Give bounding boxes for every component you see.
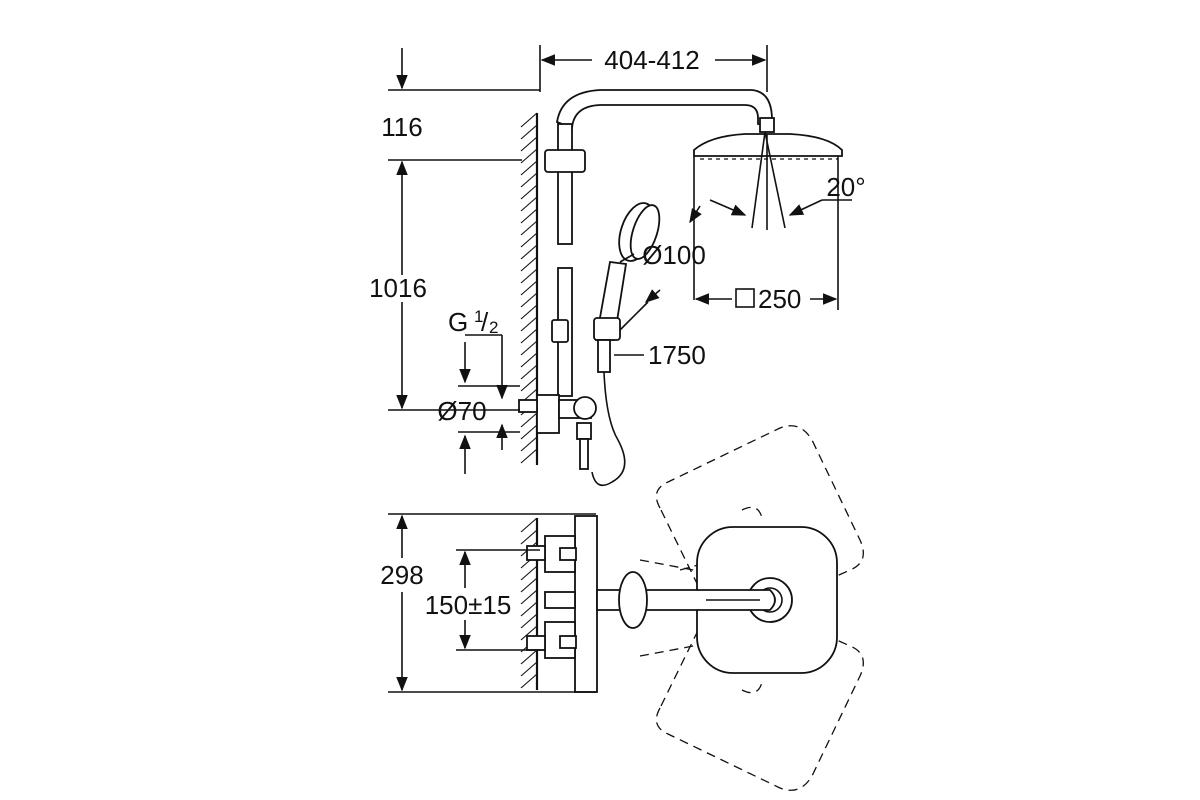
- thread-label: G: [448, 307, 468, 337]
- hand-shower: [591, 202, 702, 487]
- hose-length-label: 1750: [648, 340, 706, 370]
- shower-rail: [544, 89, 773, 397]
- hatch-line: [520, 340, 538, 356]
- hatch-line: [520, 448, 538, 464]
- head-size-label: 250: [758, 284, 801, 314]
- dim-heights: 116 1016: [369, 48, 540, 411]
- dim-centers: 150±15: [425, 549, 540, 651]
- thread-denominator: 2: [489, 318, 498, 337]
- thread-slash: /: [481, 307, 489, 337]
- hatch-line: [520, 220, 538, 236]
- hatch-line: [520, 280, 538, 296]
- hatch-line: [520, 412, 538, 428]
- hatch-line: [520, 613, 538, 629]
- hand-shower-diameter-label: Ø100: [642, 240, 706, 270]
- hatch-line: [520, 424, 538, 440]
- hatch-line: [520, 352, 538, 368]
- hatch-line: [520, 196, 538, 212]
- hatch-line: [520, 673, 538, 689]
- hatch-line: [520, 136, 538, 152]
- dim-projection: 298: [380, 513, 596, 693]
- hatch-line: [520, 376, 538, 392]
- hatch-line: [520, 244, 538, 260]
- dim-hose-length: 1750: [614, 340, 706, 370]
- thermostat-mixer: [518, 394, 597, 470]
- hatch-line: [520, 184, 538, 200]
- rail-width-label: 404-412: [604, 45, 699, 75]
- head-shower: [693, 117, 852, 310]
- hatch-line: [520, 529, 538, 545]
- hatch-line: [520, 172, 538, 188]
- projection-label: 298: [380, 560, 423, 590]
- dim-rail-width: 404-412: [539, 45, 768, 92]
- hatch-line: [520, 577, 538, 593]
- dim-connection: G 1 / 2 Ø70: [437, 307, 520, 474]
- hatch-line: [520, 625, 538, 641]
- mixer-top: [526, 515, 598, 693]
- head-rotation: [596, 425, 864, 791]
- hatch-line: [520, 268, 538, 284]
- hatch-line: [520, 208, 538, 224]
- hatch-line: [520, 589, 538, 605]
- hatch-line: [520, 124, 538, 140]
- thread-numerator: 1: [474, 307, 483, 326]
- hatch-line: [520, 148, 538, 164]
- mixer-diameter-label: Ø70: [437, 396, 486, 426]
- hatch-line: [520, 304, 538, 320]
- mount-height-label: 1016: [369, 273, 427, 303]
- wall-hatching-top: [520, 517, 539, 690]
- head-angle-label: 20°: [826, 172, 865, 202]
- hatch-line: [520, 649, 538, 665]
- hatch-line: [520, 517, 538, 533]
- hatch-line: [520, 316, 538, 332]
- hatch-line: [520, 256, 538, 272]
- hatch-line: [520, 292, 538, 308]
- hatch-line: [520, 232, 538, 248]
- top-view: 298 150±15: [380, 425, 864, 791]
- top-height-label: 116: [381, 112, 422, 142]
- hatch-line: [520, 328, 538, 344]
- square-symbol-icon: [735, 288, 755, 308]
- side-view: 404-412 116 1016 G 1 / 2 Ø70: [369, 45, 866, 487]
- hatch-line: [520, 661, 538, 677]
- centers-label: 150±15: [425, 590, 512, 620]
- hatch-line: [520, 436, 538, 452]
- hatch-line: [520, 565, 538, 581]
- dim-head-size: 250: [694, 284, 838, 314]
- hatch-line: [520, 601, 538, 617]
- hatch-line: [520, 364, 538, 380]
- hatch-line: [520, 160, 538, 176]
- hatch-line: [520, 112, 538, 128]
